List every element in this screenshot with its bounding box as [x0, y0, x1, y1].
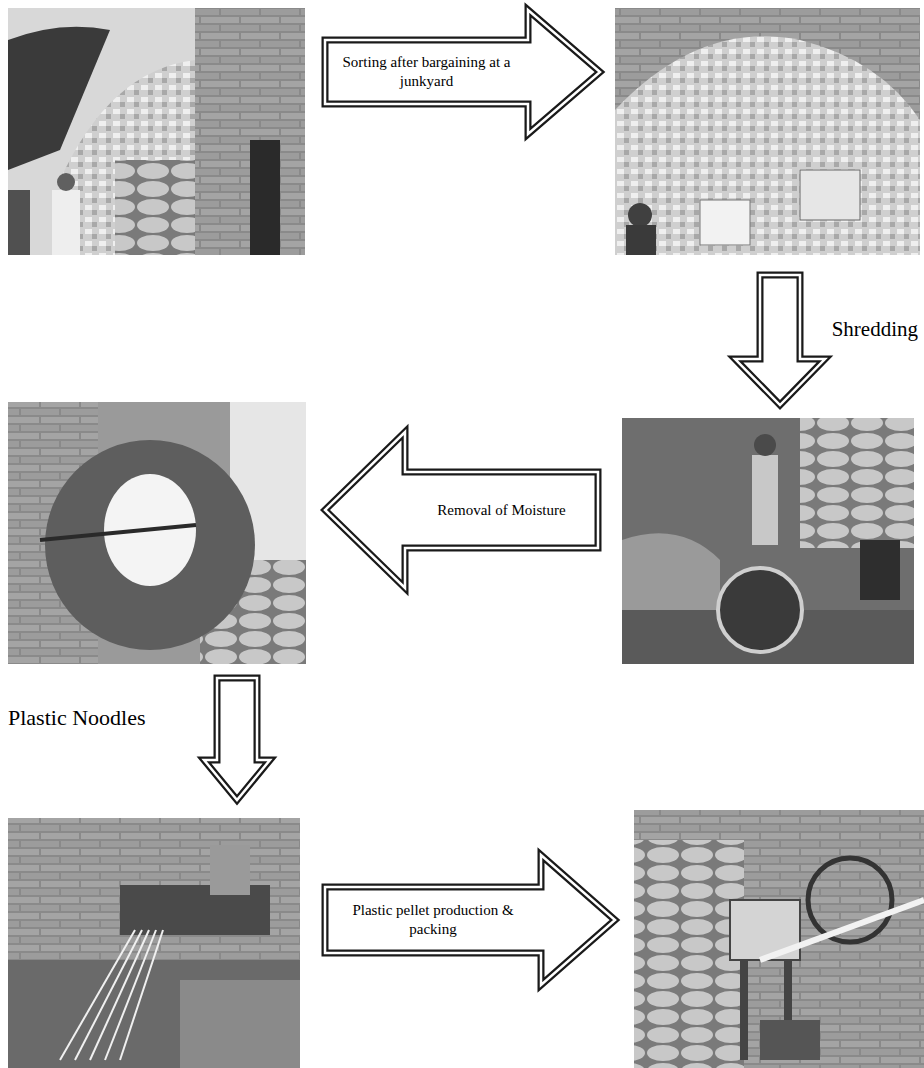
sorting-photo-node	[615, 8, 920, 255]
arrow-outline	[204, 678, 270, 800]
junkyard-photo	[8, 8, 305, 255]
shredding-photo-node	[622, 418, 914, 664]
step-label: Removal of Moisture	[412, 501, 591, 520]
arrow-inner-line	[735, 275, 825, 405]
shredding-photo	[622, 418, 914, 664]
arrow-inner-line	[325, 855, 615, 985]
arrow-outline	[325, 432, 598, 588]
arrow-outline	[735, 275, 825, 405]
arrow-outline	[325, 10, 600, 134]
pelletizer-photo	[634, 810, 924, 1068]
block-arrow	[325, 432, 598, 588]
block-arrow	[325, 10, 600, 134]
block-arrow	[204, 678, 270, 800]
arrow-inner-line	[204, 678, 270, 800]
arrow-outline	[325, 855, 615, 985]
junkyard-photo-node	[8, 8, 305, 255]
block-arrow	[325, 855, 615, 985]
step-label: Shredding	[832, 316, 918, 342]
extruder-photo-node	[8, 818, 300, 1068]
step-label: Sorting after bargaining at a junkyard	[332, 53, 521, 91]
step-label: Plastic pellet production & packing	[332, 901, 534, 939]
block-arrow	[735, 275, 825, 405]
sorting-photo	[615, 8, 920, 255]
dryer-photo-node	[8, 402, 306, 664]
pelletizer-photo-node	[634, 810, 924, 1068]
step-label: Plastic Noodles	[8, 704, 146, 732]
dryer-photo	[8, 402, 306, 664]
arrow-inner-line	[325, 10, 600, 134]
arrow-inner-line	[325, 432, 598, 588]
extruder-photo	[8, 818, 300, 1068]
